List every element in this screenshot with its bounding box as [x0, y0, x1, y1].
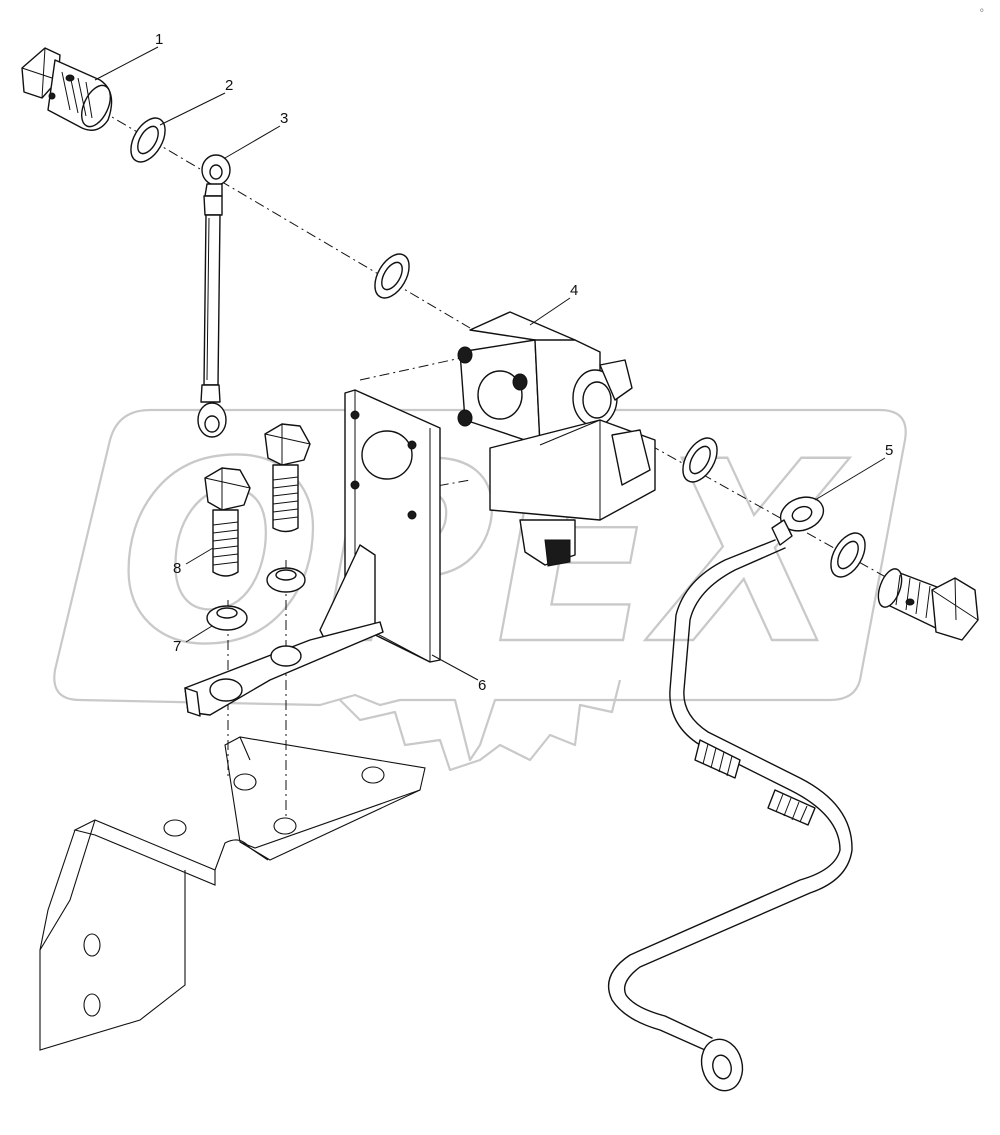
callout-5: 5 [885, 442, 893, 459]
callout-2: 2 [225, 77, 233, 94]
watermark-frame [53, 408, 907, 762]
leader-5 [814, 457, 886, 501]
leader-6 [431, 654, 479, 681]
leader-7 [185, 625, 213, 643]
leader-4 [529, 297, 571, 326]
callout-leaders [94, 46, 886, 681]
leader-8 [185, 547, 214, 565]
hydraulic-tube-short [197, 154, 231, 438]
phantom-frame [39, 736, 426, 1051]
callout-labels: 1 2 3 4 5 6 7 8 [155, 31, 893, 694]
hex-bolt-right [264, 423, 311, 533]
hex-bolt-left [204, 467, 251, 577]
lock-washer-left [206, 605, 248, 631]
leader-2 [159, 92, 226, 126]
watermark-logo: OPEX [53, 407, 907, 772]
sealing-washer-far-right [830, 532, 866, 578]
watermark-gear [339, 679, 622, 772]
callout-4: 4 [570, 282, 578, 299]
banjo-bolt-upper [21, 47, 113, 131]
mounting-bracket [184, 389, 441, 717]
axis-banjo-upper [99, 109, 471, 329]
solenoid-valve [457, 311, 656, 567]
sealing-washer-upper [130, 117, 166, 163]
corner-mark: o [980, 7, 984, 14]
sealing-washer-middle [374, 253, 410, 299]
callout-1: 1 [155, 31, 163, 48]
callout-6: 6 [478, 677, 486, 694]
callout-3: 3 [280, 110, 288, 127]
banjo-bolt-lower [877, 568, 979, 641]
callout-7: 7 [173, 638, 181, 655]
callout-8: 8 [173, 560, 181, 577]
axis-mount-upper [359, 355, 471, 381]
lock-washer-right [266, 567, 306, 593]
watermark-text: OPEX [120, 408, 850, 699]
leader-1 [94, 46, 159, 81]
hydraulic-tube-long [607, 496, 853, 1092]
leader-3 [224, 125, 281, 159]
sealing-washer-right [682, 437, 718, 483]
